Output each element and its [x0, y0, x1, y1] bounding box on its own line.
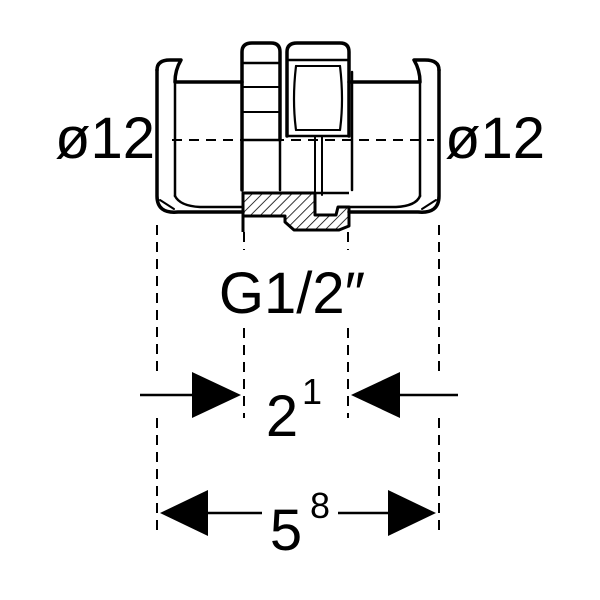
left-press-sleeve [155, 58, 245, 214]
inner-dimension-value: 2 [266, 384, 298, 449]
center-lines [156, 139, 440, 535]
left-diameter-label: ø12 [55, 106, 155, 171]
outer-dimension-superscript: 8 [310, 485, 330, 526]
thread-size-label: G1/2″ [219, 261, 365, 326]
left-hex-body [240, 41, 282, 192]
outer-dimension-line [160, 490, 436, 536]
hatched-section [241, 191, 351, 232]
union-nut [285, 41, 351, 196]
arrowhead-left [160, 490, 208, 536]
right-press-sleeve [347, 58, 441, 214]
arrowhead-left [351, 372, 400, 418]
arrowhead-right [388, 490, 436, 536]
inner-dimension-line [140, 372, 458, 418]
outer-dimension-value: 5 [270, 498, 302, 563]
right-diameter-label: ø12 [445, 106, 545, 171]
arrowhead-right [192, 372, 241, 418]
inner-dimension-superscript: 1 [302, 371, 322, 412]
